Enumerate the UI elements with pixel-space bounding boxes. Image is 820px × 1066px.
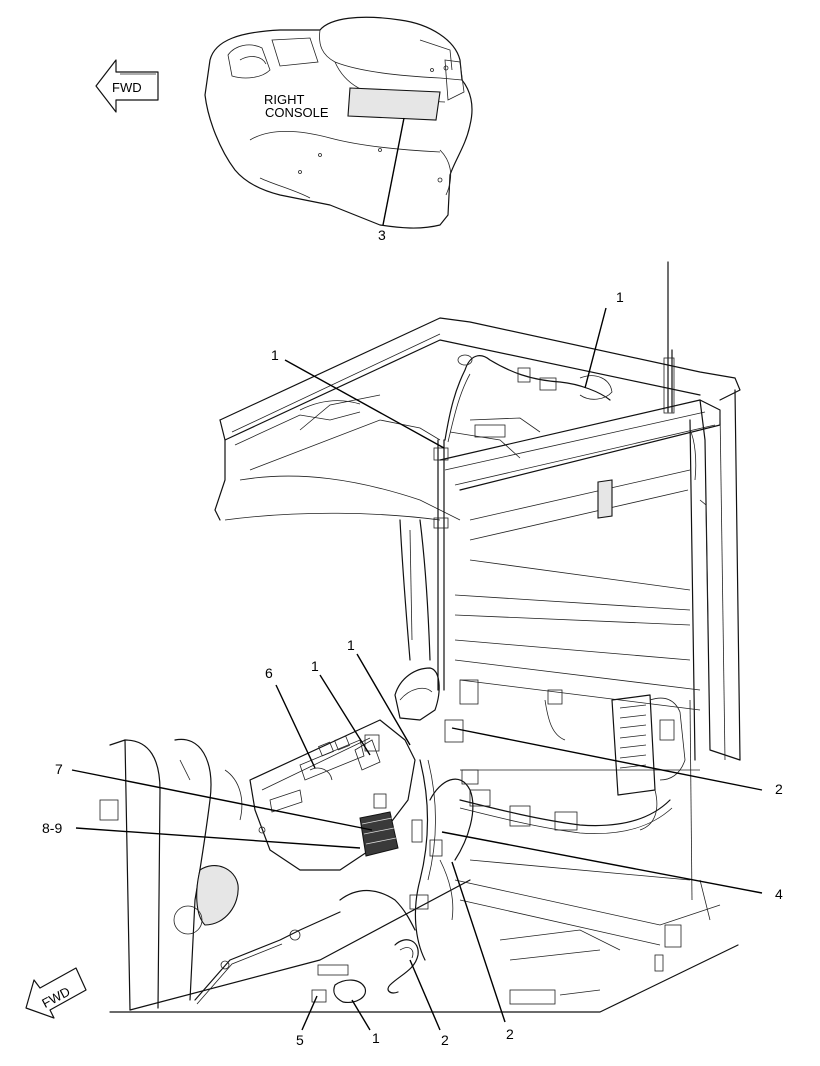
callout-1c: 1: [347, 637, 355, 653]
leader-1a: [584, 307, 607, 389]
callout-7: 7: [55, 761, 63, 777]
leader-4: [441, 831, 763, 894]
leader-1e: [351, 999, 371, 1031]
callout-1e: 1: [372, 1030, 380, 1046]
cab-frame: [99, 261, 741, 1013]
leader-7: [71, 769, 373, 831]
console-label-line2: CONSOLE: [265, 105, 329, 120]
fwd-arrow-top-label: FWD: [112, 80, 142, 95]
callout-5: 5: [296, 1032, 304, 1048]
leader-5: [301, 995, 318, 1031]
leader-3: [382, 117, 405, 226]
relay-panel: [611, 694, 686, 831]
controller-module: [359, 793, 399, 857]
callout-2b: 2: [441, 1032, 449, 1048]
callout-6: 6: [265, 665, 273, 681]
callouts: 1 1 1 1 6 7 8-9 2 4 5 1 2: [42, 289, 783, 1048]
console-body: [204, 16, 473, 229]
callout-2a: 2: [775, 781, 783, 797]
callout-4: 4: [775, 886, 783, 902]
callout-2c: 2: [506, 1026, 514, 1042]
leader-8-9: [75, 827, 361, 849]
leader-1b: [284, 359, 445, 449]
callout-1b: 1: [271, 347, 279, 363]
callout-8-9: 8-9: [42, 820, 62, 836]
right-console-detail: FWD RIGHT CONSOLE 3: [95, 16, 473, 243]
fwd-arrow-top: FWD: [95, 59, 159, 113]
fwd-arrow-bottom: FWD: [25, 967, 87, 1019]
leader-1c: [356, 653, 411, 746]
leader-2a: [451, 727, 763, 791]
leader-2c: [451, 861, 506, 1023]
callout-1a: 1: [616, 289, 624, 305]
leader-1d: [319, 674, 371, 756]
leader-6: [275, 684, 316, 769]
callout-3: 3: [378, 227, 386, 243]
leader-2b: [409, 959, 441, 1031]
callout-1d: 1: [311, 658, 319, 674]
console-label-line1: RIGHT: [264, 92, 305, 107]
